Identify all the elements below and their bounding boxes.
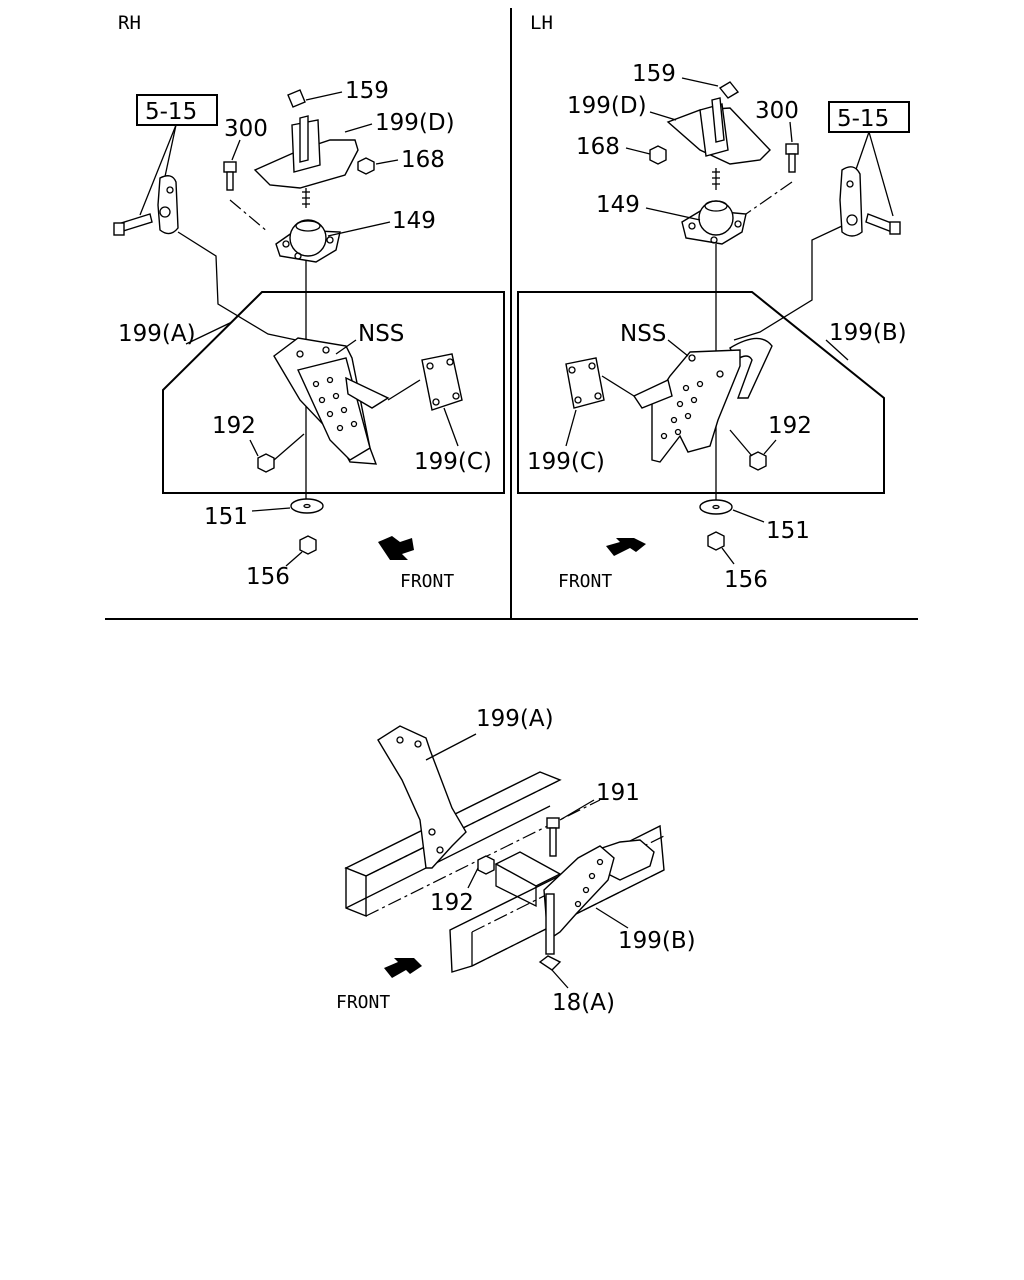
rh-lug-hole-2 bbox=[159, 206, 171, 218]
rh-label-199d: 199(D) bbox=[375, 110, 455, 136]
rh-lug-bracket bbox=[157, 175, 179, 235]
lh-upper-bracket-fin bbox=[711, 97, 725, 143]
rh-section: 5-15 159 199(D) 300 168 bbox=[113, 78, 505, 592]
rh-lug-bolt-head bbox=[113, 222, 125, 236]
rh-front-arrow-icon bbox=[378, 536, 414, 560]
lh-label-nss: NSS bbox=[620, 321, 666, 347]
assembly-view: 199(A) 191 192 199(B) 18(A) FRONT bbox=[336, 706, 696, 1016]
assembly-bolt-191-head bbox=[546, 817, 560, 829]
lh-label-168: 168 bbox=[576, 134, 620, 160]
assembly-nut-192 bbox=[477, 855, 495, 875]
lh-label-192: 192 bbox=[768, 413, 812, 439]
rh-nut-192 bbox=[257, 453, 275, 473]
rh-label-nss: NSS bbox=[358, 321, 404, 347]
rh-washer-151 bbox=[290, 498, 324, 514]
rh-label-192: 192 bbox=[212, 413, 256, 439]
lh-lug-bolt-head bbox=[889, 221, 901, 235]
lh-washer-151 bbox=[699, 499, 733, 515]
lh-bolt-300-shank bbox=[788, 153, 796, 173]
assembly-bolt-18a bbox=[545, 893, 555, 955]
lh-bolt-300-head bbox=[785, 143, 799, 155]
lh-label-300: 300 bbox=[755, 98, 799, 124]
rh-bolt-300-head bbox=[223, 161, 237, 173]
lh-nut-156 bbox=[707, 531, 725, 551]
lh-label-156: 156 bbox=[724, 567, 768, 593]
rh-lug-hole bbox=[166, 186, 174, 194]
lh-label-151: 151 bbox=[766, 518, 810, 544]
lh-frame-bracket bbox=[651, 349, 741, 463]
lh-plate-199c bbox=[565, 357, 605, 409]
rh-bracket-holes bbox=[296, 346, 358, 432]
assembly-label-192: 192 bbox=[430, 890, 474, 916]
rh-label-199a: 199(A) bbox=[118, 321, 196, 347]
lh-bracket-holes bbox=[660, 354, 724, 440]
rh-label-156: 156 bbox=[246, 564, 290, 590]
rh-bolt-300-shank bbox=[226, 171, 234, 191]
rh-mount-149-body bbox=[289, 219, 327, 257]
assembly-label-18a: 18(A) bbox=[552, 990, 615, 1016]
rh-label-300: 300 bbox=[224, 116, 268, 142]
rh-label-199c: 199(C) bbox=[414, 449, 492, 475]
lh-front-label: FRONT bbox=[558, 571, 612, 592]
assembly-front-arrow-icon bbox=[384, 958, 422, 978]
rh-ref-leader-1 bbox=[139, 124, 177, 216]
frame-rail-left-end bbox=[345, 866, 367, 918]
assembly-bolt-191-shank bbox=[549, 827, 557, 857]
rh-clip-159 bbox=[287, 89, 306, 108]
assembly-label-199b: 199(B) bbox=[618, 928, 696, 954]
rh-detail-box bbox=[162, 291, 505, 494]
lh-mount-149-body bbox=[698, 200, 734, 236]
lh-label-199d: 199(D) bbox=[567, 93, 647, 119]
rh-frame-bracket-arm bbox=[345, 376, 390, 409]
rh-label-168: 168 bbox=[401, 147, 445, 173]
lh-title: LH bbox=[530, 12, 553, 34]
assembly-bolt-18a-head bbox=[538, 955, 562, 971]
lh-ref-label: 5-15 bbox=[837, 106, 889, 132]
lh-clip-159 bbox=[718, 81, 740, 99]
rh-ref-label: 5-15 bbox=[145, 99, 197, 125]
lh-front-arrow-icon bbox=[606, 538, 646, 556]
lh-detail-box bbox=[517, 291, 885, 494]
rh-label-151: 151 bbox=[204, 504, 248, 530]
lh-label-159: 159 bbox=[632, 61, 676, 87]
assembly-label-191: 191 bbox=[596, 780, 640, 806]
rh-plate-199c bbox=[421, 353, 463, 411]
rh-nut-168 bbox=[357, 157, 375, 175]
lh-nut-192 bbox=[749, 451, 767, 471]
rh-title: RH bbox=[118, 12, 141, 34]
rh-label-149: 149 bbox=[392, 208, 436, 234]
lh-lug-bracket bbox=[839, 166, 863, 237]
lh-label-199c: 199(C) bbox=[527, 449, 605, 475]
assembly-front-label: FRONT bbox=[336, 992, 390, 1013]
rh-upper-bracket-fin bbox=[299, 115, 309, 163]
assembly-bracket-199a bbox=[377, 725, 467, 869]
lh-label-149: 149 bbox=[596, 192, 640, 218]
assembly-label-199a: 199(A) bbox=[476, 706, 554, 732]
lh-label-199b: 199(B) bbox=[829, 320, 907, 346]
lh-nut-168 bbox=[649, 145, 667, 165]
rh-label-159: 159 bbox=[345, 78, 389, 104]
rh-nut-156 bbox=[299, 535, 317, 555]
rh-ref-box[interactable] bbox=[136, 94, 218, 126]
lh-frame-bracket-arm bbox=[632, 379, 673, 409]
rh-front-label: FRONT bbox=[400, 571, 454, 592]
lh-section: 5-15 159 199(D) 168 300 bbox=[517, 61, 910, 593]
